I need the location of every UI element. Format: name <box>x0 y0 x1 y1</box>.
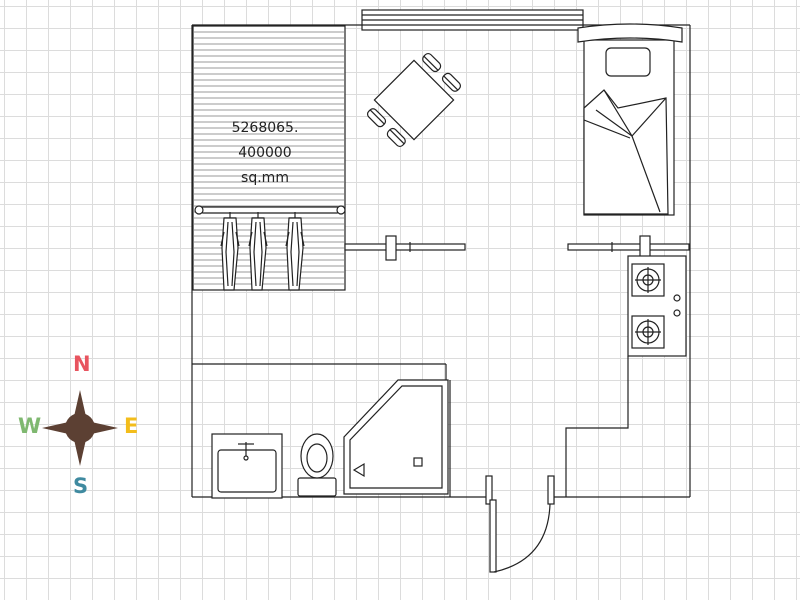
closet-icon <box>192 25 346 291</box>
partition-left <box>344 235 466 261</box>
door-icon <box>485 475 555 573</box>
kitchen-counter <box>565 356 629 497</box>
bathroom-walls <box>192 363 451 497</box>
room-area-line-1: 5268065. <box>231 120 299 136</box>
compass-south-label: S <box>73 474 89 498</box>
shower-icon <box>343 379 449 495</box>
room-area-line-2: 400000 <box>238 145 292 161</box>
dining-table-icon <box>366 52 462 148</box>
compass-west-label: W <box>18 414 42 438</box>
window-icon <box>361 9 584 31</box>
room-area-unit: sq.mm <box>241 170 289 186</box>
stove-icon <box>627 255 687 357</box>
sink-icon <box>211 433 283 499</box>
partition-right <box>567 235 690 259</box>
hanger-icon <box>220 212 305 291</box>
compass-north-label: N <box>73 352 91 376</box>
compass-east-label: E <box>124 414 139 438</box>
bed-icon <box>577 23 683 216</box>
toilet-icon <box>297 433 337 497</box>
compass-icon <box>42 390 118 466</box>
